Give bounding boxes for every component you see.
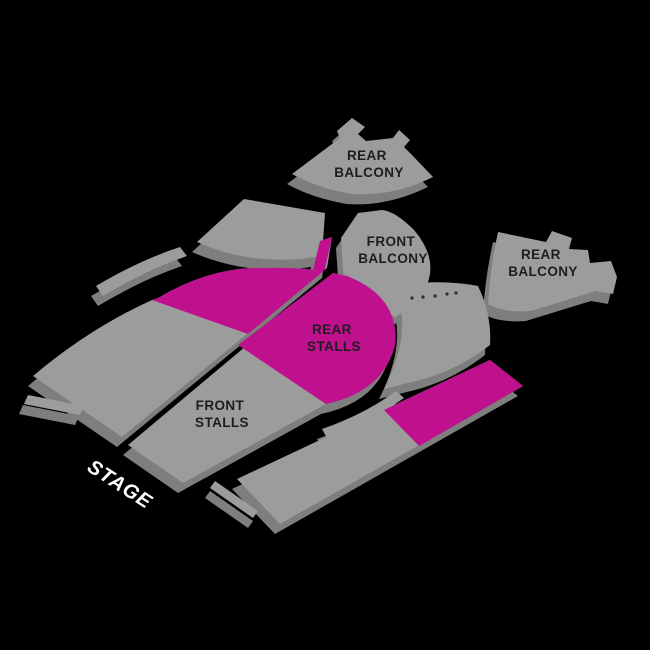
section-left-arc-strip[interactable] [96,247,187,296]
rear-balcony-top-label: REAR BALCONY [334,148,404,180]
seat-row-dots [410,291,458,300]
highlight-layer [152,237,523,446]
rear-balcony-right-label: REAR BALCONY [508,247,578,279]
rear-stalls-label: REAR STALLS [307,322,361,354]
stage-front-strip[interactable] [210,481,258,518]
section-rear-stalls-left-highlight[interactable] [152,237,332,334]
section-rear-balcony-right[interactable] [488,231,617,312]
cross-walkway[interactable] [322,391,404,440]
stage-front-strip-side [205,491,253,528]
section-rear-stalls-right-highlight[interactable] [384,360,523,446]
front-stalls-label: FRONT STALLS [195,398,249,430]
front-balcony-label: FRONT BALCONY [358,234,428,266]
section-right-stalls-block[interactable] [384,282,491,389]
stage-left-strip-side [19,405,79,425]
section-rear-balcony-top[interactable] [292,118,433,195]
left-arc-strip-side [91,257,182,306]
stage-left-strip[interactable] [24,395,84,415]
section-rear-stalls-highlight[interactable] [238,273,396,404]
section-circle-rear-center[interactable] [197,199,325,260]
